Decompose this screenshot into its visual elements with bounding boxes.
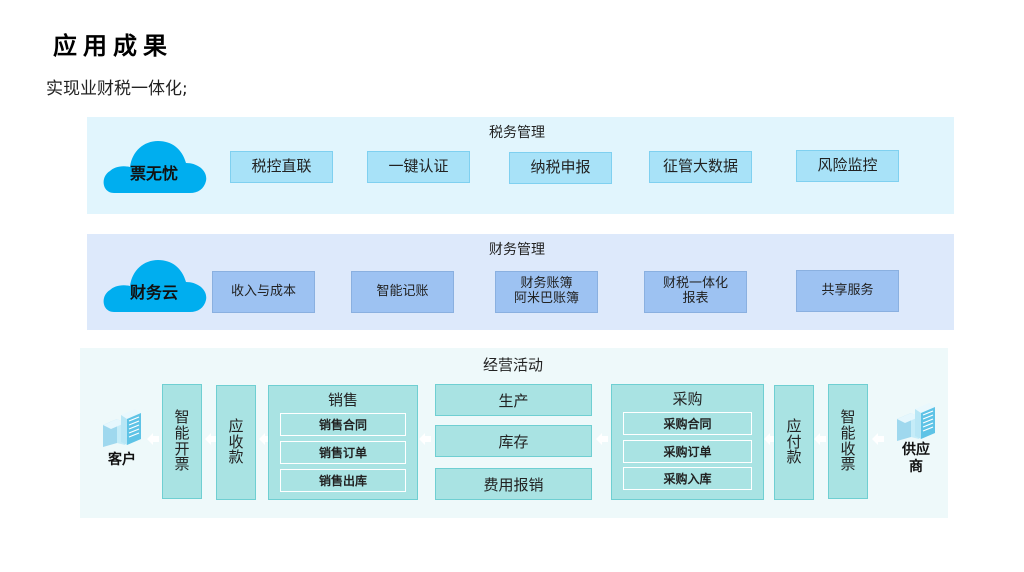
vertical-char: 票 [174,455,190,474]
supplier-label: 供应 商 [894,442,938,476]
arrow-left-icon [596,433,608,445]
vertical-char: 能 [174,423,190,442]
finance-item[interactable]: 共享服务 [796,270,899,312]
cloud-icon [103,141,207,193]
finance-item-line1: 收入与成本 [230,283,296,299]
finance-item-line1: 共享服务 [821,282,874,298]
page-subtitle: 实现业财税一体化; [46,79,188,99]
arrow-left-icon [205,433,217,445]
finance-item[interactable]: 财税一体化 报表 [644,271,747,313]
arrow-left-icon [147,433,159,445]
purchase-item[interactable]: 采购入库 [623,467,752,490]
arrow-left-icon [872,433,884,445]
tax-panel-label: 税务管理 [489,125,545,141]
sales-title: 销售 [327,391,358,409]
tax-item[interactable]: 一键认证 [367,151,470,183]
vertical-char: 应 [228,416,244,435]
finance-item-line2: 报表 [682,291,709,306]
vertical-char: 应 [786,416,802,435]
page-title: 应用成果 [53,32,173,60]
smart-receiving-box[interactable]: 智 能 收 票 [828,384,868,499]
arrow-left-icon [814,433,826,445]
building-icon [103,409,141,447]
sales-item[interactable]: 销售合同 [280,413,406,436]
vertical-char: 款 [228,448,244,467]
vertical-char: 能 [840,423,856,442]
sales-item[interactable]: 销售订单 [280,441,406,464]
accounts-payable-box[interactable]: 应 付 款 [774,385,814,500]
inventory-box[interactable]: 库存 [435,425,592,457]
accounts-receivable-box[interactable]: 应 收 款 [216,385,256,500]
customer-label: 客户 [108,452,136,468]
purchase-item[interactable]: 采购订单 [623,440,752,463]
purchase-item[interactable]: 采购合同 [623,412,752,435]
finance-item-line1: 财税一体化 [662,276,728,292]
building-icon [897,403,935,441]
cloud-label: 财务云 [129,283,178,302]
vertical-char: 智 [840,408,856,426]
vertical-char: 开 [174,439,190,458]
cloud-caiwuyun: 财务云 [100,256,208,312]
vertical-char: 票 [840,455,856,474]
vertical-char: 付 [786,432,802,451]
vertical-char: 智 [174,408,190,426]
ops-panel-label: 经营活动 [483,356,544,374]
smart-invoicing-box[interactable]: 智 能 开 票 [162,384,202,499]
finance-item[interactable]: 财务账簿 阿米巴账簿 [495,271,598,313]
arrow-left-icon [419,433,431,445]
supplier-label-line2: 商 [909,458,923,475]
cloud-piaowuyou: 票无忧 [100,137,208,193]
finance-item-line1: 智能记账 [376,283,429,299]
finance-item-line1: 财务账簿 [520,276,573,292]
tax-management-panel: 税务管理 票无忧 税控直联 一键认证 纳税申报 征管大数据 风险监控 [87,117,954,214]
finance-item[interactable]: 收入与成本 [212,271,315,313]
production-box[interactable]: 生产 [435,384,592,416]
tax-item[interactable]: 纳税申报 [509,152,612,184]
vertical-char: 收 [228,432,244,451]
supplier-label-line1: 供应 [902,442,930,458]
tax-item[interactable]: 征管大数据 [649,151,752,183]
business-operations-panel: 经营活动 客户 智 能 开 票 应 收 款 销售 [80,348,948,518]
vertical-char: 款 [786,448,802,467]
finance-panel-label: 财务管理 [489,242,545,258]
purchase-group: 采购 采购合同 采购订单 采购入库 [611,384,764,500]
purchase-title: 采购 [672,390,703,408]
sales-group: 销售 销售合同 销售订单 销售出库 [268,385,418,500]
tax-item[interactable]: 风险监控 [796,150,899,182]
vertical-char: 收 [840,439,856,458]
tax-item[interactable]: 税控直联 [230,151,333,183]
cloud-label: 票无忧 [129,164,178,183]
finance-item-line2: 阿米巴账簿 [513,291,579,306]
cloud-icon [103,260,207,312]
sales-item[interactable]: 销售出库 [280,469,406,492]
finance-item[interactable]: 智能记账 [351,271,454,313]
arrow-left-icon [764,433,776,445]
expense-reimbursement-box[interactable]: 费用报销 [435,468,592,500]
finance-management-panel: 财务管理 财务云 收入与成本 智能记账 财务账簿 阿米巴账簿 财税一体化 报表 … [87,234,954,330]
